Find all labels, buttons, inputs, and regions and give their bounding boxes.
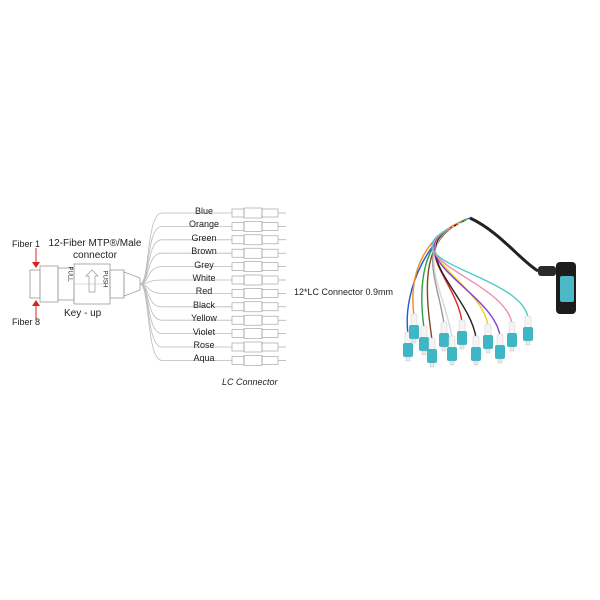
lc-boot-white [448,335,456,349]
lc-connector-violet [231,328,286,339]
lc-plug-aqua [523,327,533,341]
lc-connector-rose [231,341,286,353]
lc-plug-violet [495,345,505,359]
push-label: PUSH [101,270,108,288]
lc-connector-label: LC Connector [222,377,278,387]
lc-count-label: 12*LC Connector 0.9mm [294,287,394,297]
lc-connector-black [231,301,286,313]
lc-ferrule-rose [509,346,515,352]
lc-connector-column [231,207,286,366]
lc-boot-rose [508,321,516,335]
lc-ferrule-red [459,344,465,350]
lc-boot-green [420,325,428,339]
color-label-red: Red [195,286,213,297]
lc-ferrule-black [473,360,479,366]
lc-connector-red [231,288,286,299]
lc-ferrule-white [449,360,455,366]
lc-plug-blue [403,343,413,357]
lc-plug-black [471,347,481,361]
color-label-green: Green [191,232,217,243]
fiber-line-grey [139,266,232,285]
lc-plug-white [447,347,457,361]
color-label-blue: Blue [194,206,213,216]
color-label-violet: Violet [192,326,216,337]
lc-connector-orange [231,221,286,232]
lc-ferrule-green [421,350,427,356]
fiber-line-brown [139,252,232,285]
lc-connector-white [231,274,286,286]
lc-boot-black [472,335,480,349]
lc-ferrule-orange [411,338,417,344]
lc-connector-grey [231,261,286,272]
lc-ferrule-yellow [485,348,491,354]
lc-connector-blue [231,207,286,219]
lc-plug-yellow [483,335,493,349]
mtp-boot [538,266,556,276]
mtp-connector-drawing [29,263,141,305]
color-label-white: White [192,273,216,283]
color-label-yellow: Yellow [191,313,217,324]
lc-plug-red [457,331,467,345]
lc-boot-violet [496,333,504,347]
lc-ferrule-blue [405,356,411,362]
photo-fiber-rose [432,227,513,325]
color-label-aqua: Aqua [193,353,215,364]
lc-plug-orange [409,325,419,339]
photo-fiber-aqua [431,228,529,319]
fiber-1-label: Fiber 1 [12,239,41,249]
mtp-connector-accent [560,276,574,302]
fiber-arrows [32,248,40,320]
fiber-line-white [139,279,232,285]
color-label-orange: Orange [188,219,220,230]
fiber-fanout [139,212,232,361]
photo-fiber-violet [433,226,501,337]
lc-ferrule-violet [497,358,503,364]
fiber-line-orange [139,226,232,285]
lc-boot-yellow [484,323,492,337]
pull-label: PULL [66,266,73,282]
lc-ferrule-grey [441,346,447,352]
lc-plug-green [419,337,429,351]
lc-ferrule-brown [429,362,435,368]
lc-plug-brown [427,349,437,363]
color-label-grey: Grey [194,259,214,270]
photo-fiber-black [434,224,477,339]
fiber-line-aqua [139,283,232,361]
cable-photo-illustration [403,216,576,368]
lc-ferrule-aqua [525,340,531,346]
lc-connector-green [231,234,286,246]
lc-boot-brown [428,337,436,351]
lc-connector-yellow [231,314,286,326]
lc-boot-grey [440,321,448,335]
connector-title-line1: 12-Fiber MTP®/Male [48,238,142,249]
lc-plug-rose [507,333,517,347]
lc-boot-orange [410,313,418,327]
connector-title: 12-Fiber MTP®/Male connector [40,238,150,262]
color-label-rose: Rose [193,340,215,350]
color-label-brown: Brown [191,246,217,257]
lc-connector-aqua [231,355,286,366]
lc-boot-aqua [524,315,532,329]
lc-connector-brown [231,247,286,259]
lc-plug-grey [439,333,449,347]
lc-boot-red [458,319,466,333]
key-up-label: Key - up [64,308,102,319]
color-label-black: Black [192,299,215,310]
trunk-cable [469,216,539,273]
connector-title-line2: connector [73,250,117,261]
fiber-8-label: Fiber 8 [12,317,41,327]
